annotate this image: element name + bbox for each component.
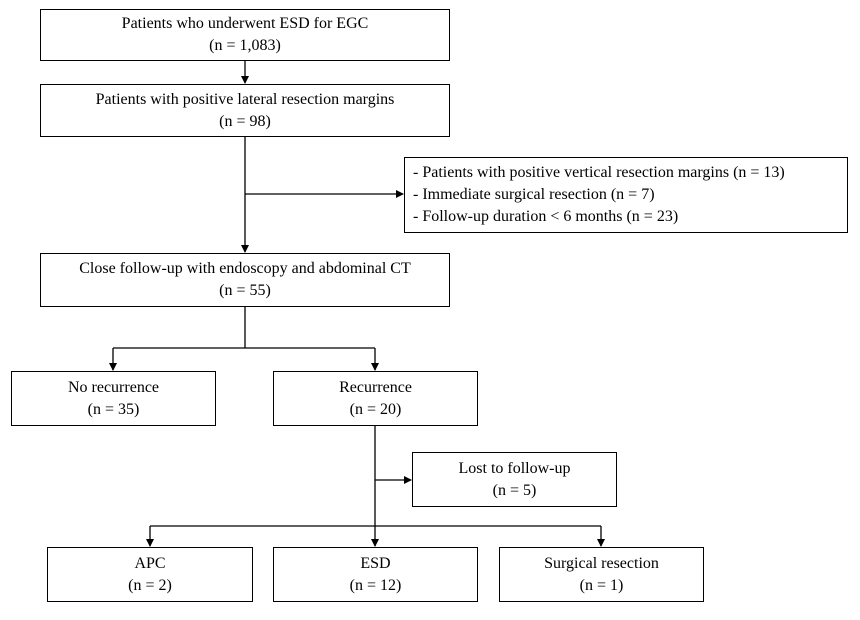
box-close-followup: Close follow-up with endoscopy and abdom… — [40, 253, 450, 307]
box-close-followup-title: Close follow-up with endoscopy and abdom… — [79, 260, 411, 277]
box-recurrence-count: (n = 20) — [349, 400, 402, 418]
box-surgical-resection-count: (n = 1) — [579, 576, 624, 594]
box-esd: ESD (n = 12) — [273, 547, 478, 602]
box-no-recurrence-title: No recurrence — [67, 378, 160, 396]
box-apc: APC (n = 2) — [47, 547, 253, 602]
box-recurrence: Recurrence (n = 20) — [273, 371, 478, 426]
box-surgical-resection-title: Surgical resection — [544, 554, 659, 572]
box-positive-lateral-title: Patients with positive lateral resection… — [95, 90, 395, 108]
box-apc-title: APC — [134, 554, 166, 572]
box-lost-followup-count: (n = 5) — [492, 481, 537, 499]
box-close-followup-count: (n = 55) — [219, 282, 271, 299]
box-positive-lateral-count: (n = 98) — [219, 112, 271, 130]
box-no-recurrence-count: (n = 35) — [87, 400, 140, 418]
box-no-recurrence: No recurrence (n = 35) — [11, 371, 216, 426]
exclusion-item: - Patients with positive vertical resect… — [413, 164, 785, 181]
box-esd-patients-title: Patients who underwent ESD for EGC — [121, 15, 369, 32]
box-surgical-resection: Surgical resection (n = 1) — [499, 547, 704, 602]
box-positive-lateral: Patients with positive lateral resection… — [40, 84, 450, 137]
box-apc-count: (n = 2) — [128, 576, 172, 594]
exclusion-item: - Follow-up duration < 6 months (n = 23) — [413, 208, 679, 225]
box-recurrence-title: Recurrence — [339, 378, 412, 396]
box-lost-followup: Lost to follow-up (n = 5) — [412, 452, 617, 507]
box-esd-patients-count: (n = 1,083) — [209, 37, 281, 54]
box-esd-title: ESD — [360, 554, 391, 572]
box-exclusions: - Patients with positive vertical resect… — [404, 157, 848, 233]
box-lost-followup-title: Lost to follow-up — [458, 459, 571, 477]
box-esd-count: (n = 12) — [349, 576, 402, 594]
exclusion-item: - Immediate surgical resection (n = 7) — [413, 186, 655, 203]
box-esd-patients: Patients who underwent ESD for EGC (n = … — [40, 9, 450, 61]
